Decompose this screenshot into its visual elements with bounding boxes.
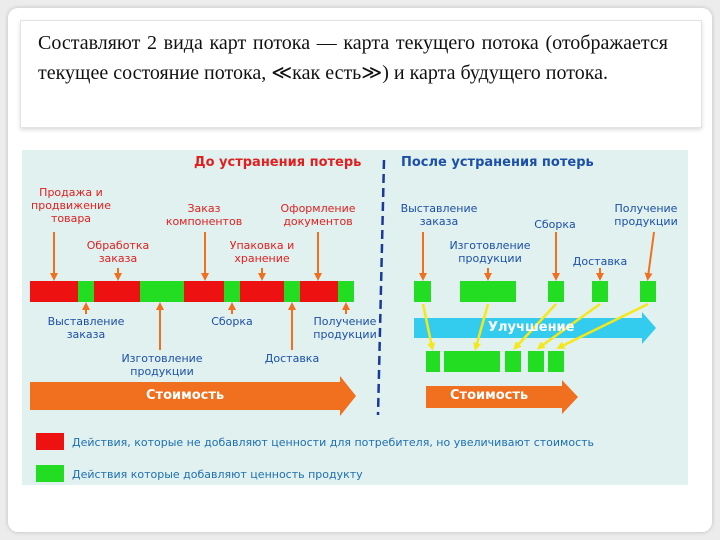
vsm-diagram-panel — [22, 150, 688, 485]
segment-value — [505, 351, 521, 372]
label-after-manufacturing: Изготовление продукции — [449, 239, 531, 265]
legend-swatch-green — [36, 465, 64, 482]
segment-non-value — [240, 281, 284, 302]
label-after-assembly: Сборка — [534, 218, 576, 231]
segment-value — [548, 351, 564, 372]
label-after-receipt: Получение продукции — [614, 202, 678, 228]
segment-value — [528, 351, 544, 372]
label-after-order-placement: Выставление заказа — [400, 202, 478, 228]
label-receipt: Получение продукции — [313, 315, 377, 341]
segment-non-value — [300, 281, 338, 302]
cost-arrow-after — [426, 380, 578, 414]
legend-red-text: Действия, которые не добавляют ценности … — [72, 436, 595, 449]
legend-swatch-red — [36, 433, 64, 450]
header-before: До устранения потерь — [194, 155, 362, 170]
label-after-delivery: Доставка — [572, 255, 628, 268]
improvement-label: Улучшение — [488, 320, 575, 335]
arrow — [473, 303, 490, 351]
segment-value — [224, 281, 240, 302]
segment-value — [414, 281, 431, 302]
label-delivery: Доставка — [264, 352, 320, 365]
before-bottom-arrows — [82, 302, 350, 350]
segment-value — [460, 281, 516, 302]
legend-green-text: Действия которые добавляют ценность прод… — [72, 468, 363, 481]
label-order-placement: Выставление заказа — [47, 315, 125, 341]
segment-value — [444, 351, 500, 372]
current-state-bar — [30, 281, 354, 302]
before-top-arrows — [50, 232, 322, 281]
cost-label-before: Стоимость — [146, 388, 225, 403]
segment-value — [140, 281, 184, 302]
cost-label-after: Стоимость — [450, 388, 529, 403]
improvement-yellow-arrows — [421, 302, 649, 351]
cost-arrow-before — [30, 376, 356, 416]
label-manufacturing: Изготовление продукции — [121, 352, 203, 378]
segment-value — [426, 351, 440, 372]
arrow — [421, 303, 436, 351]
segment-value — [338, 281, 354, 302]
label-component-order: Заказ компонентов — [165, 202, 243, 228]
segment-non-value — [184, 281, 224, 302]
arrow — [513, 303, 557, 350]
arrow — [556, 302, 649, 349]
after-arrows — [419, 231, 655, 281]
divider-line — [376, 159, 386, 416]
segment-non-value — [94, 281, 140, 302]
segment-non-value — [30, 281, 78, 302]
future-state-top-row — [414, 281, 656, 302]
label-order-processing: Обработка заказа — [86, 239, 150, 265]
future-state-compressed-row — [426, 351, 564, 372]
arrow — [644, 231, 655, 281]
segment-value — [284, 281, 300, 302]
header-after: После устранения потерь — [401, 155, 594, 170]
arrow — [536, 302, 601, 350]
segment-value — [640, 281, 656, 302]
segment-value — [78, 281, 94, 302]
label-sales: Продажа и продвижение товара — [31, 186, 111, 225]
slide-caption: Составляют 2 вида карт потока — карта те… — [38, 32, 668, 84]
label-documents: Оформление документов — [280, 202, 356, 228]
segment-value — [548, 281, 564, 302]
label-assembly: Сборка — [211, 315, 253, 328]
label-packing: Упаковка и хранение — [229, 239, 295, 265]
caption-box — [20, 20, 702, 128]
segment-value — [592, 281, 608, 302]
